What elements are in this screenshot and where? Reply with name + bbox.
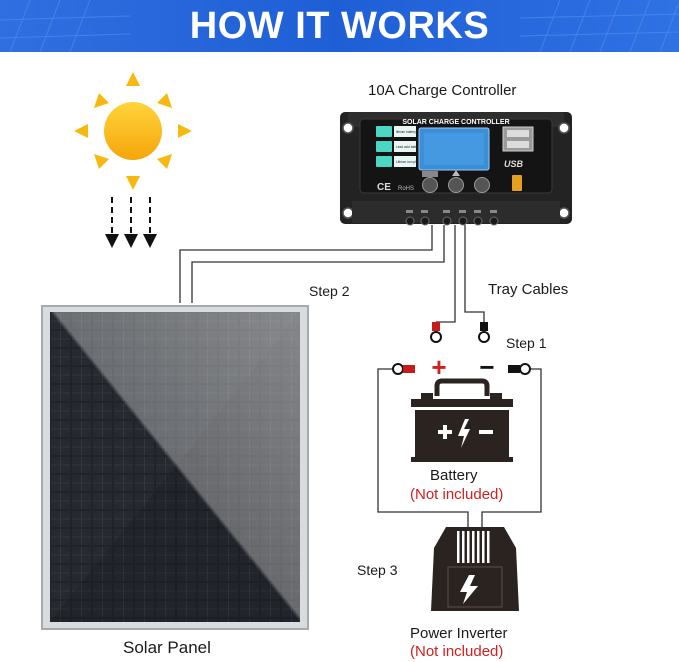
sun-icon xyxy=(74,72,192,190)
charge-controller: SOLAR CHARGE CONTROLLER lithium battery … xyxy=(340,112,572,226)
minus-sign: − xyxy=(479,352,494,382)
tray-cables-label: Tray Cables xyxy=(488,281,569,298)
mode-label-lithium: lithium battery xyxy=(396,130,416,134)
inverter-label: Power Inverter xyxy=(410,625,508,642)
step3-label: Step 3 xyxy=(357,562,398,578)
mode-label-lead-acid: Lead acid battery xyxy=(396,145,421,149)
wiring xyxy=(179,225,542,527)
page-title: HOW IT WORKS xyxy=(189,5,490,47)
controller-title: 10A Charge Controller xyxy=(368,82,517,99)
battery-not-included: (Not included) xyxy=(410,486,504,503)
battery-icon xyxy=(411,378,513,462)
mode-label-lifepo4: Lithium iron phosphate battery xyxy=(396,160,439,164)
power-inverter-icon xyxy=(431,527,519,611)
header-banner: HOW IT WORKS xyxy=(0,0,679,52)
controller-panel-text: SOLAR CHARGE CONTROLLER xyxy=(402,119,509,126)
solar-panel xyxy=(41,305,309,630)
inverter-not-included: (Not included) xyxy=(410,643,504,660)
step1-label: Step 1 xyxy=(506,335,547,351)
battery-label: Battery xyxy=(430,467,478,484)
battery-polarity: + − xyxy=(431,352,494,382)
battery-connectors xyxy=(392,363,531,375)
sunlight-arrows-icon xyxy=(105,197,157,248)
step2-label: Step 2 xyxy=(309,283,350,299)
usb-label: USB xyxy=(504,159,524,169)
solar-panel-label: Solar Panel xyxy=(123,638,211,657)
rohs-mark: RoHS xyxy=(398,186,414,192)
plus-sign: + xyxy=(431,352,446,382)
tray-cable-connectors xyxy=(430,322,490,343)
ce-mark: CE xyxy=(377,182,391,193)
banner-grid-pattern xyxy=(0,0,679,52)
